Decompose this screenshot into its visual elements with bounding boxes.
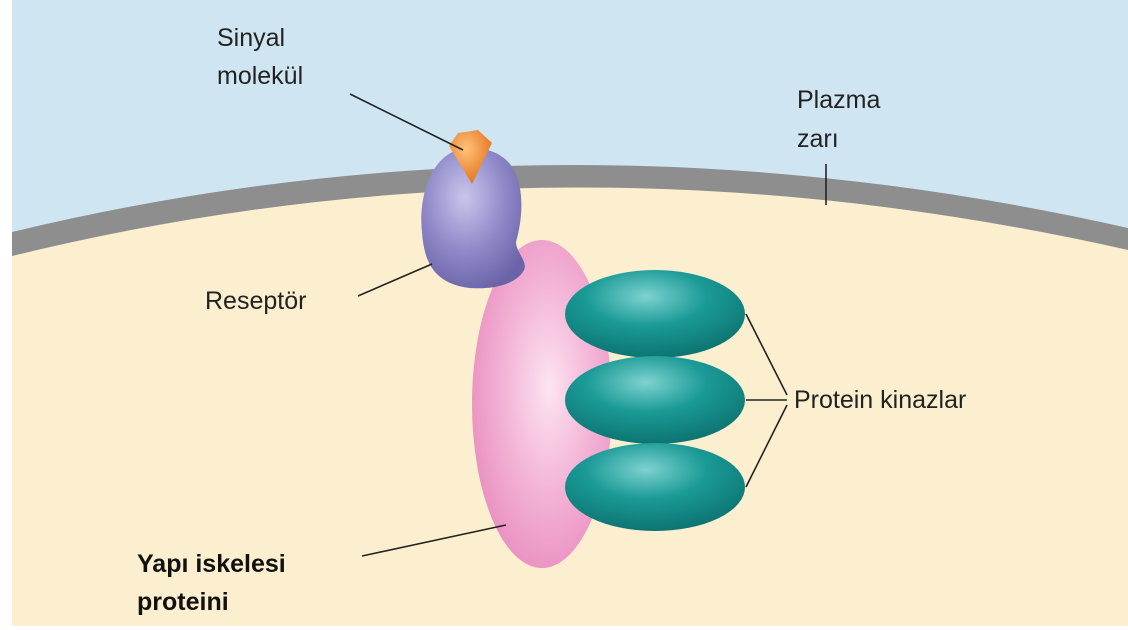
protein-kinase-2 [565,356,745,444]
plasma-membrane-label-line-1: Plazma [797,86,880,114]
protein-kinase-1 [565,270,745,358]
protein-kinases-label: Protein kinazlar [794,386,966,414]
scaffold-protein-label-line-1: Yapı iskelesi [137,550,286,578]
receptor-label: Reseptör [205,287,306,315]
scaffold-protein-label-line-2: proteini [137,588,229,616]
signal-molecule-label-line-2: molekül [217,62,303,90]
plasma-membrane-label-line-2: zarı [797,125,839,153]
protein-kinase-3 [565,443,745,531]
bottom-border [12,626,1128,630]
signal-molecule-label-line-1: Sinyal [217,24,285,52]
